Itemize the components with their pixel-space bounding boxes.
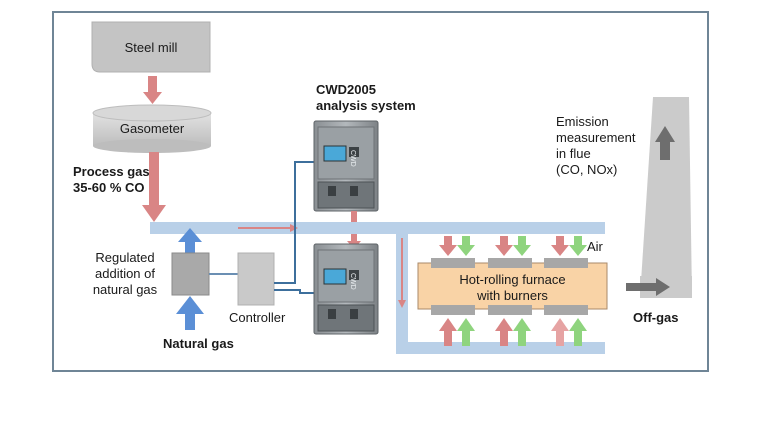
analyzer-lower-signal-line [274, 289, 314, 294]
sample-line-upper [351, 211, 357, 222]
controller-label: Controller [229, 310, 286, 325]
analyzer-subtitle: analysis system [316, 98, 416, 113]
burner-bottom-air-arrows [457, 318, 587, 346]
emission-label-2: measurement [556, 130, 636, 145]
burner-bottom-1 [431, 305, 475, 315]
diagram-frame [52, 11, 709, 372]
process-gas-label: Process gas [73, 164, 150, 179]
main-gas-pipe [150, 222, 605, 234]
air-label: Air [587, 239, 603, 254]
regulated-label-3: natural gas [92, 282, 158, 297]
furnace-label-2: with burners [477, 288, 548, 303]
analyzer-lower-brand: CWD [349, 273, 356, 290]
analyzer-upper-brand: CWD [349, 150, 356, 167]
burner-top-2 [488, 258, 532, 268]
burner-bottom-2 [488, 305, 532, 315]
off-gas-arrow [626, 278, 670, 296]
process-gas-arrow [142, 152, 166, 222]
stack-up-arrow [655, 126, 675, 160]
emission-label-3: in flue [556, 146, 591, 161]
analyzer-title: CWD2005 [316, 82, 376, 97]
natural-gas-label: Natural gas [163, 336, 234, 351]
hot-rolling-furnace [417, 262, 608, 310]
analyzer-upper [313, 120, 379, 212]
burner-top-air-arrows [457, 236, 587, 256]
off-gas-label: Off-gas [633, 310, 679, 325]
controller-box [237, 252, 275, 306]
steel-to-gasometer-arrow [143, 76, 162, 104]
natural-gas-input-arrow [176, 296, 204, 330]
regulated-label-1: Regulated [95, 250, 155, 265]
burner-top-1 [431, 258, 475, 268]
flue-stack [640, 97, 692, 297]
emission-label-1: Emission [556, 114, 609, 129]
regulating-valve [171, 252, 210, 296]
gasometer-label: Gasometer [119, 121, 185, 136]
analyzer-upper-signal-line [274, 161, 314, 284]
burner-top-3 [544, 258, 588, 268]
steel-mill-box [91, 21, 211, 73]
burner-top-gas-arrows [439, 236, 569, 256]
steel-mill-label: Steel mill [124, 40, 178, 55]
burner-bottom-gas-arrows [439, 318, 569, 346]
burner-bottom-3 [544, 305, 588, 315]
process-gas-co-label: 35-60 % CO [73, 180, 145, 195]
natural-gas-addition-arrow [178, 228, 202, 253]
furnace-label-1: Hot-rolling furnace [459, 272, 566, 287]
regulated-label-2: addition of [95, 266, 155, 281]
emission-label-4: (CO, NOx) [556, 162, 618, 177]
gasometer-tank [92, 104, 212, 153]
pipe-down-flow-arrow [398, 238, 406, 308]
analyzer-lower [313, 243, 379, 335]
